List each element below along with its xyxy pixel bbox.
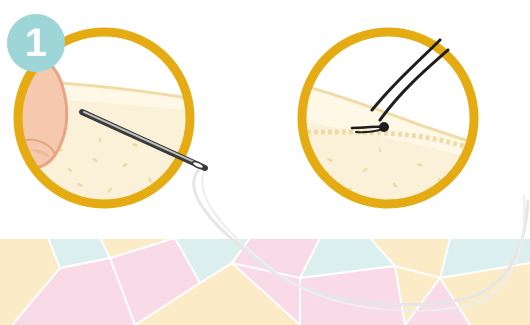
step-number-badge: 1 — [7, 14, 65, 72]
